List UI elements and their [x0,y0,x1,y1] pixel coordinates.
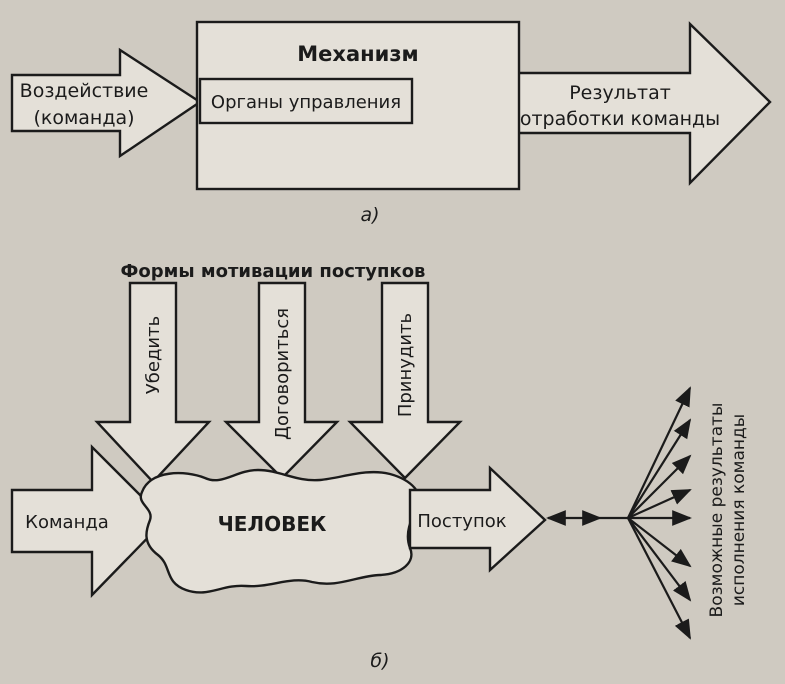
caption-a: а) [360,204,379,226]
result-arrow-3 [627,454,692,519]
motivation-arrow-negotiate-label: Договориться [272,308,293,440]
result-arrow-2 [627,418,692,519]
results-label-line2: исполнения команды [729,414,749,606]
command-arrow [10,444,167,598]
result-arrow-7 [627,517,692,602]
motivation-forms-title: Формы мотивации поступков [121,261,426,282]
motivation-arrow-force-label: Принудить [395,313,416,417]
result-arrow-1 [627,386,691,519]
input-arrow-label-line2: (команда) [33,107,134,129]
deed-arrow [408,465,547,573]
motivation-arrow-convince [94,281,212,484]
command-arrow-label: Команда [25,512,109,533]
output-arrow-label-line2: отработки команды [520,108,720,130]
output-arrow [515,21,772,186]
input-arrow-label-line1: Воздействие [20,80,149,102]
diagram-a: Воздействие (команда) Результат отработк… [10,20,772,226]
human-blob [139,468,421,594]
result-arrow-6 [627,517,692,568]
human-label: ЧЕЛОВЕК [218,512,327,536]
output-arrow-label-line1: Результат [569,82,671,104]
result-arrow-4 [627,488,692,520]
motivation-arrow-convince-label: Убедить [143,316,164,394]
input-arrow [10,47,203,159]
results-label-line1: Возможные результаты [707,403,727,618]
control-organs-box [198,77,414,125]
result-arrow-8 [627,517,691,640]
motivation-arrow-force [347,281,463,480]
diagram-b: Формы мотивации поступков Убедить Догово… [10,261,749,672]
mechanism-title: Механизм [297,42,418,66]
control-organs-label: Органы управления [211,92,401,113]
caption-b: б) [370,650,389,672]
deed-arrow-label: Поступок [417,511,506,532]
results-fan [600,386,692,640]
motivation-arrow-negotiate [223,281,340,480]
